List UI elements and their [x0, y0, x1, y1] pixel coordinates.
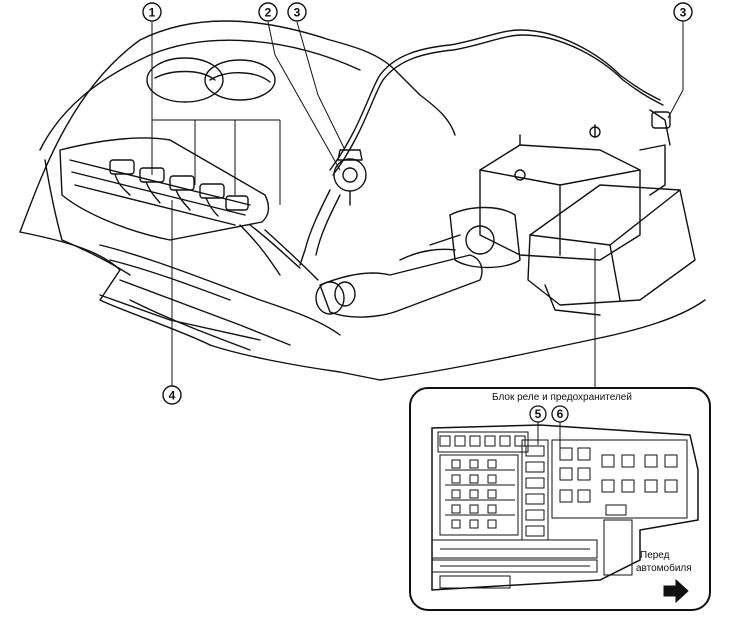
left-fender	[19, 231, 211, 346]
relay-column-middle	[521, 439, 549, 541]
arrow-right-icon	[663, 578, 689, 604]
ignition-coils	[109, 159, 249, 217]
cam-cover	[59, 137, 270, 241]
callout-1: 1	[142, 2, 162, 22]
svg-text:6: 6	[557, 407, 564, 421]
purge-valve-sensor	[333, 149, 367, 206]
right-fender	[379, 299, 706, 381]
svg-text:1: 1	[149, 6, 156, 20]
engine-bay-illustration	[19, 20, 706, 381]
fuse-grid-left	[431, 431, 598, 589]
inset-title: Блок реле и предохранителей	[492, 392, 632, 403]
master-cylinder	[449, 206, 521, 269]
vacuum-hose	[329, 29, 661, 171]
svg-text:3: 3	[294, 6, 301, 20]
relay-fuse-box-inset: Блок реле и предохранителей	[409, 387, 711, 611]
hood-outline	[19, 20, 456, 233]
intake-duct	[319, 254, 483, 318]
callout-5: 5	[529, 405, 547, 445]
callout-3-left: 3	[287, 2, 307, 22]
fuse-box-outline	[431, 424, 699, 591]
svg-text:4: 4	[169, 389, 176, 403]
relay-box-housing	[527, 184, 696, 306]
front-label-line1: Перед	[640, 550, 670, 561]
callout-3-right: 3	[673, 2, 693, 22]
svg-text:2: 2	[265, 6, 272, 20]
callout-2: 2	[258, 2, 278, 22]
leader-lines	[151, 21, 684, 396]
air-cleaner-left	[146, 57, 224, 103]
intake-manifold	[99, 244, 341, 336]
relay-block-right	[551, 439, 688, 576]
front-label-line2: автомобиля	[636, 562, 692, 574]
hood-inner-line	[39, 39, 361, 151]
svg-text:3: 3	[680, 6, 687, 20]
callout-6: 6	[551, 405, 569, 448]
air-cleaner-right	[204, 59, 276, 101]
svg-text:5: 5	[535, 407, 542, 421]
callout-4: 4	[162, 385, 182, 405]
